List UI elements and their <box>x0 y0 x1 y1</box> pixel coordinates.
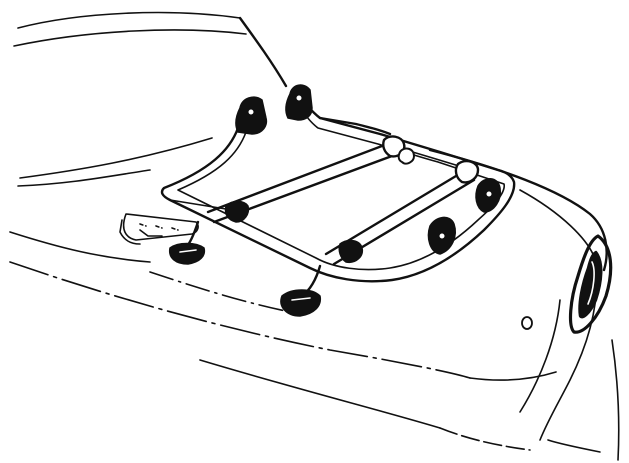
rear-bottom-corner <box>547 439 601 453</box>
rear-lower-body <box>439 427 531 451</box>
rack-frame-inner <box>177 103 505 271</box>
rack-upper-bracket-left-bolt <box>247 108 255 116</box>
rack-clamp-rear-right <box>454 159 480 184</box>
rack-upper-bracket-right <box>285 84 313 121</box>
tail-light <box>568 234 613 334</box>
rack-clamp-rear-left <box>338 239 364 264</box>
rear-window-base <box>19 137 213 179</box>
rear-window-pillar <box>238 16 288 88</box>
roof-line-lower <box>13 29 247 47</box>
trunk-lip-line <box>469 371 557 381</box>
rack-foot-front-left-pad <box>168 242 206 265</box>
car-body <box>9 11 620 461</box>
trunk-lower-edge <box>9 261 471 379</box>
rear-right-side <box>611 339 620 461</box>
rack-foot-front-right-pad <box>280 289 322 317</box>
tail-light-outer <box>568 234 613 334</box>
rack-upper-bracket-left <box>235 96 268 135</box>
rack-side-rail-left <box>169 199 233 211</box>
trunk-lock-icon <box>521 316 533 330</box>
rear-panel-inner <box>519 299 561 413</box>
body-lower-line <box>199 359 441 429</box>
rack-frame-outer <box>160 96 516 283</box>
mounting-plate-edge <box>119 219 141 245</box>
trunk-rear-panel-top <box>519 189 597 263</box>
tail-light-lens <box>587 261 595 305</box>
rack-upper-bracket-right-bolt <box>295 94 303 102</box>
mounting-plate-outline <box>122 213 199 241</box>
tail-light-inner <box>578 250 603 319</box>
rack-clamp-front-left <box>224 200 250 223</box>
roof-line-upper <box>17 11 241 29</box>
mounting-plate-loose <box>119 213 199 245</box>
mounting-plate-tab <box>139 229 163 237</box>
rack-clamp-mid <box>397 147 415 165</box>
rear-deck-shadow <box>17 169 151 187</box>
rack-foot-front-right-highlight <box>291 297 311 301</box>
rack-foot-rear-right-bolt <box>485 190 493 198</box>
rack-top-rail <box>318 116 392 136</box>
trunk-left-contour <box>9 231 151 263</box>
rack-foot-front-left-highlight <box>179 249 197 253</box>
mounting-plate-holes <box>139 223 179 231</box>
rack-foot-rear-mid-bolt <box>438 232 446 240</box>
trunk-character-line <box>149 271 301 315</box>
luggage-rack <box>160 84 516 317</box>
